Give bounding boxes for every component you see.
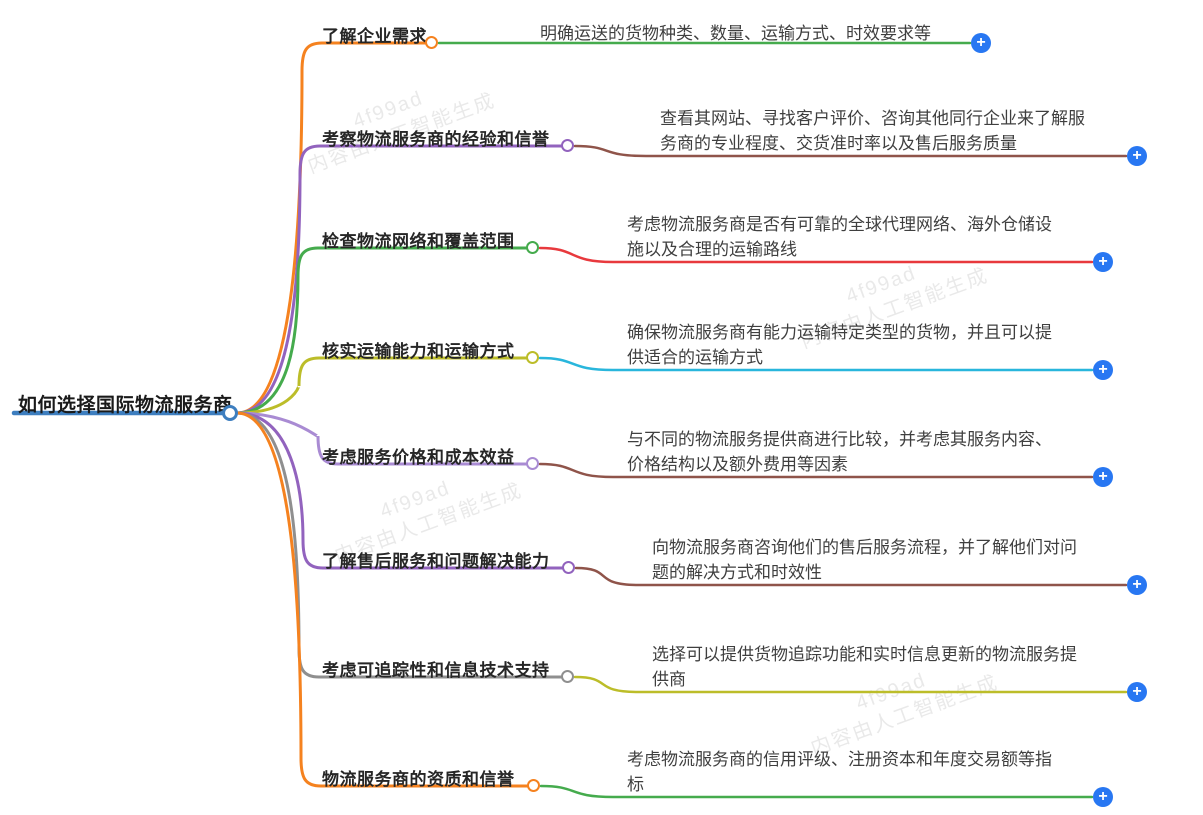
detail-node-text[interactable]: 考虑物流服务商的信用评级、注册资本和年度交易额等指标 — [627, 747, 1052, 797]
branch-node-handle[interactable] — [561, 670, 574, 683]
plus-icon: + — [1098, 253, 1108, 270]
branch-node-handle[interactable] — [527, 779, 540, 792]
detail-curve — [573, 675, 1128, 694]
detail-curve — [574, 566, 1128, 587]
plus-icon: + — [1132, 576, 1142, 593]
detail-curve — [538, 462, 1094, 479]
branch-node-label[interactable]: 考虑服务价格和成本效益 — [322, 448, 515, 467]
branch-curve — [235, 356, 529, 415]
detail-curve — [538, 356, 1094, 372]
branch-curve — [235, 144, 564, 415]
detail-node-text[interactable]: 向物流服务商咨询他们的售后服务流程，并了解他们对问题的解决方式和时效性 — [652, 535, 1077, 585]
add-node-button[interactable]: + — [1093, 360, 1113, 380]
branch-curve — [235, 411, 529, 466]
detail-node-text[interactable]: 与不同的物流服务提供商进行比较，并考虑其服务内容、价格结构以及额外费用等因素 — [627, 427, 1052, 477]
branch-node-label[interactable]: 考虑可追踪性和信息技术支持 — [322, 661, 550, 680]
detail-node-line: 查看其网站、寻找客户评价、咨询其他同行企业来了解服 — [660, 109, 1085, 128]
add-node-button[interactable]: + — [1127, 146, 1147, 166]
detail-node-text[interactable]: 选择可以提供货物追踪功能和实时信息更新的物流服务提供商 — [652, 642, 1077, 692]
detail-node-line: 向物流服务商咨询他们的售后服务流程，并了解他们对问 — [652, 538, 1077, 557]
plus-icon: + — [1132, 147, 1142, 164]
detail-node-line: 供商 — [652, 670, 686, 689]
branch-node-handle[interactable] — [562, 561, 575, 574]
detail-node-line: 施以及合理的运输路线 — [627, 240, 797, 259]
detail-node-text[interactable]: 确保物流服务商有能力运输特定类型的货物，并且可以提供适合的运输方式 — [627, 320, 1052, 370]
add-node-button[interactable]: + — [1127, 682, 1147, 702]
branch-curve — [235, 411, 530, 788]
plus-icon: + — [1098, 788, 1108, 805]
root-node-handle[interactable] — [222, 405, 238, 421]
branch-node-label[interactable]: 检查物流网络和覆盖范围 — [322, 232, 515, 251]
detail-node-line: 题的解决方式和时效性 — [652, 563, 822, 582]
plus-icon: + — [1132, 683, 1142, 700]
plus-icon: + — [976, 34, 986, 51]
detail-node-line: 务商的专业程度、交货准时率以及售后服务质量 — [660, 134, 1017, 153]
detail-curve — [539, 784, 1094, 799]
branch-node-label[interactable]: 物流服务商的资质和信誉 — [322, 770, 515, 789]
add-node-button[interactable]: + — [1093, 252, 1113, 272]
root-node-label[interactable]: 如何选择国际物流服务商 — [18, 395, 233, 416]
detail-node-line: 标 — [627, 775, 644, 794]
plus-icon: + — [1098, 468, 1108, 485]
add-node-button[interactable]: + — [1093, 467, 1113, 487]
branch-node-label[interactable]: 了解企业需求 — [322, 27, 427, 46]
detail-node-text[interactable]: 查看其网站、寻找客户评价、咨询其他同行企业来了解服务商的专业程度、交货准时率以及… — [660, 106, 1085, 156]
detail-curve — [573, 144, 1128, 158]
branch-node-label[interactable]: 核实运输能力和运输方式 — [322, 342, 515, 361]
detail-node-line: 确保物流服务商有能力运输特定类型的货物，并且可以提 — [627, 323, 1052, 342]
branch-curve — [235, 411, 565, 570]
detail-node-line: 选择可以提供货物追踪功能和实时信息更新的物流服务提 — [652, 645, 1077, 664]
detail-node-line: 明确运送的货物种类、数量、运输方式、时效要求等 — [540, 24, 931, 43]
branch-node-handle[interactable] — [526, 457, 539, 470]
add-node-button[interactable]: + — [1127, 575, 1147, 595]
detail-node-line: 考虑物流服务商的信用评级、注册资本和年度交易额等指 — [627, 750, 1052, 769]
detail-node-text[interactable]: 考虑物流服务商是否有可靠的全球代理网络、海外仓储设施以及合理的运输路线 — [627, 212, 1052, 262]
branch-node-handle[interactable] — [561, 139, 574, 152]
plus-icon: + — [1098, 361, 1108, 378]
detail-node-line: 与不同的物流服务提供商进行比较，并考虑其服务内容、 — [627, 430, 1052, 449]
branch-curve — [235, 246, 529, 415]
branch-node-handle[interactable] — [526, 351, 539, 364]
branch-node-label[interactable]: 了解售后服务和问题解决能力 — [322, 552, 550, 571]
detail-node-line: 供适合的运输方式 — [627, 348, 763, 367]
add-node-button[interactable]: + — [971, 33, 991, 53]
detail-node-text[interactable]: 明确运送的货物种类、数量、运输方式、时效要求等 — [540, 21, 931, 46]
branch-node-label[interactable]: 考察物流服务商的经验和信誉 — [322, 130, 550, 149]
detail-curve — [538, 246, 1094, 264]
branch-node-handle[interactable] — [425, 36, 438, 49]
add-node-button[interactable]: + — [1093, 787, 1113, 807]
detail-node-line: 价格结构以及额外费用等因素 — [627, 455, 848, 474]
branch-node-handle[interactable] — [526, 241, 539, 254]
branch-curve — [235, 411, 564, 679]
detail-node-line: 考虑物流服务商是否有可靠的全球代理网络、海外仓储设 — [627, 215, 1052, 234]
